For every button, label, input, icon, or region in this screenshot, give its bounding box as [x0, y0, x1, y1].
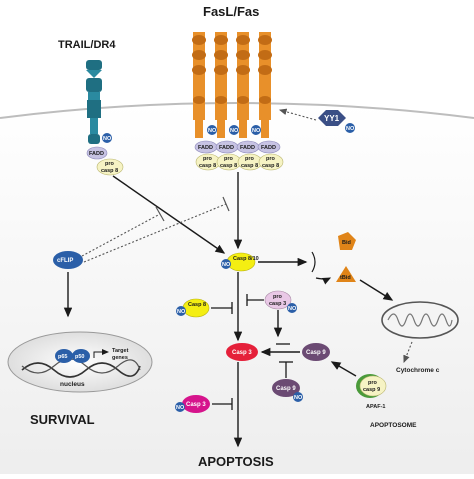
apoptosis-label: APOPTOSIS [198, 454, 274, 469]
cflip-inhibit-trail [81, 213, 161, 257]
svg-text:p65: p65 [58, 354, 67, 360]
svg-text:Casp 9: Casp 9 [306, 350, 326, 356]
casp3-node: Casp 3 [226, 343, 258, 361]
svg-text:nucleus: nucleus [60, 381, 85, 388]
svg-text:casp 8: casp 8 [220, 163, 237, 169]
svg-text:pro: pro [245, 156, 255, 162]
tbid-node: tBid [336, 266, 356, 282]
svg-text:Casp 8/10: Casp 8/10 [233, 256, 259, 262]
fas-receptor-4 [258, 32, 272, 138]
survival-label: SURVIVAL [30, 412, 95, 427]
svg-text:casp 9: casp 9 [363, 387, 380, 393]
fasl-fas-title: FasL/Fas [203, 4, 259, 19]
fas-receptor-2 [214, 32, 228, 138]
tbid-to-mito-arrow [359, 279, 394, 301]
nucleus: p65 p50 Target genes nucleus [7, 331, 153, 393]
trail-dr4-title: TRAIL/DR4 [58, 39, 116, 51]
svg-text:p50: p50 [75, 354, 84, 360]
trail-no-marker: NO [102, 133, 112, 143]
svg-text:APAF-1: APAF-1 [366, 404, 385, 410]
svg-text:pro: pro [368, 380, 378, 386]
mito-to-cytc-arrow [403, 341, 413, 364]
svg-text:Casp 8: Casp 8 [188, 302, 206, 308]
apoptosome-to-casp9-arrow [330, 361, 357, 377]
svg-text:casp 8: casp 8 [241, 163, 258, 169]
svg-text:FADD: FADD [261, 145, 276, 151]
casp8-no-node: Casp 8 NO [176, 298, 210, 318]
svg-text:NO: NO [294, 395, 303, 401]
svg-text:cFLIP: cFLIP [57, 258, 73, 264]
svg-text:FADD: FADD [89, 151, 104, 157]
svg-text:Target: Target [112, 348, 129, 354]
svg-text:NO: NO [288, 306, 297, 312]
yy1-node: YY1 NO [318, 110, 355, 133]
svg-text:NO: NO [177, 309, 186, 315]
trail-dr4-receptor [86, 60, 102, 144]
mitochondrion [381, 301, 459, 339]
svg-text:pro: pro [203, 156, 213, 162]
fas-receptor-cluster [192, 32, 272, 138]
svg-text:pro: pro [105, 161, 115, 167]
svg-text:NO: NO [230, 128, 239, 134]
svg-text:genes: genes [112, 355, 128, 361]
casp3-no-node: Casp 3 NO [175, 395, 210, 413]
apoptosome-label: APOPTOSOME [370, 422, 417, 429]
fas-receptor-1 [192, 32, 206, 138]
casp9-no-node: Casp 9 NO [272, 379, 303, 402]
svg-text:pro: pro [273, 294, 283, 300]
svg-text:NO: NO [103, 136, 112, 142]
apoptosome-complex: pro casp 9 APAF-1 [356, 374, 387, 410]
cflip-node: cFLIP [53, 251, 83, 269]
svg-text:Bid: Bid [342, 240, 351, 246]
bid-node: Bid [338, 232, 356, 250]
svg-text:casp 8: casp 8 [199, 163, 216, 169]
svg-text:NO: NO [252, 128, 261, 134]
svg-text:pro: pro [224, 156, 234, 162]
pro-casp3-node: pro casp 3 NO [264, 290, 297, 313]
svg-text:FADD: FADD [240, 145, 255, 151]
svg-text:Casp 3: Casp 3 [232, 350, 252, 356]
trail-pro-casp8: pro casp 8 [96, 158, 124, 176]
cflip-inhibit-fas [83, 203, 227, 263]
trail-to-casp810-arrow [112, 175, 226, 254]
fas-no-markers: NO NO NO [207, 125, 261, 135]
svg-text:YY1: YY1 [324, 114, 340, 123]
svg-text:FADD: FADD [219, 145, 234, 151]
svg-text:NO: NO [208, 128, 217, 134]
svg-text:Casp 9: Casp 9 [276, 386, 296, 392]
casp9-node: Casp 9 [302, 343, 330, 361]
svg-text:NO: NO [346, 126, 355, 132]
svg-text:FADD: FADD [198, 145, 213, 151]
svg-text:tBid: tBid [340, 275, 351, 281]
casp810-node: Casp 8/10 NO [221, 252, 259, 272]
trail-fadd: FADD [86, 146, 108, 160]
svg-text:casp 8: casp 8 [262, 163, 279, 169]
svg-text:NO: NO [222, 262, 231, 268]
fas-fadd-row: FADD FADD FADD FADD [194, 140, 281, 154]
svg-text:Casp 3: Casp 3 [186, 402, 206, 408]
fas-pro-casp8-row: pro casp 8 pro casp 8 pro casp 8 pro cas… [195, 153, 284, 171]
svg-text:NO: NO [176, 405, 185, 411]
svg-text:casp 8: casp 8 [101, 168, 118, 174]
svg-text:pro: pro [266, 156, 276, 162]
cytochrome-c-label: Cytochrome c [396, 367, 440, 374]
fas-receptor-3 [236, 32, 250, 138]
svg-text:casp 3: casp 3 [269, 301, 286, 307]
